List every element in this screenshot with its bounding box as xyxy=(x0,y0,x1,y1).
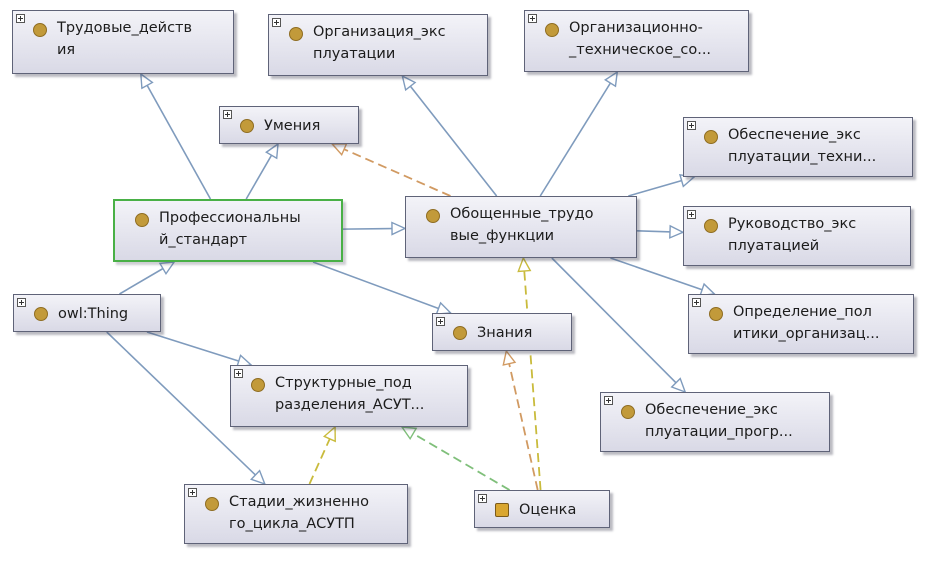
class-icon xyxy=(709,307,723,321)
edge-ocenka-to-struktur xyxy=(401,426,511,491)
node-prof[interactable]: Профессиональны й_стандарт xyxy=(113,199,343,262)
edge-owl-to-struktur xyxy=(146,331,252,366)
class-icon xyxy=(251,378,265,392)
node-label: Обощенные_трудо вые_функции xyxy=(450,206,594,244)
arrowhead-icon xyxy=(517,256,532,273)
class-icon xyxy=(289,27,303,41)
node-znaniya[interactable]: Знания xyxy=(432,313,572,351)
node-label: Обеспечение_экс плуатации_техни... xyxy=(728,127,877,165)
expand-plus-icon[interactable] xyxy=(188,488,197,497)
node-struktur[interactable]: Структурные_под разделения_АСУТ... xyxy=(230,365,468,427)
expand-plus-icon[interactable] xyxy=(478,494,487,503)
arrowhead-icon xyxy=(265,142,279,160)
class-icon xyxy=(453,326,467,340)
node-label: Организация_экс плуатации xyxy=(313,24,446,62)
expand-plus-icon[interactable] xyxy=(234,369,243,378)
expand-plus-icon[interactable] xyxy=(604,396,613,405)
class-icon xyxy=(34,307,48,321)
arrowhead-icon xyxy=(158,261,176,276)
edge-obobsch-to-opredelenie xyxy=(610,257,715,295)
arrowhead-icon xyxy=(140,72,154,90)
class-icon xyxy=(426,209,440,223)
node-label: Знания xyxy=(477,325,533,341)
node-label: Профессиональны й_стандарт xyxy=(159,210,301,248)
node-orgtech[interactable]: Организационно- _техническое_со... xyxy=(524,10,749,72)
node-stadii[interactable]: Стадии_жизненно го_цикла_АСУТП xyxy=(184,484,408,544)
expand-plus-icon[interactable] xyxy=(528,14,537,23)
node-label: Определение_пол итики_организац... xyxy=(733,304,880,342)
arrowhead-icon xyxy=(322,425,336,443)
class-icon xyxy=(704,130,718,144)
class-icon xyxy=(33,23,47,37)
edge-obobsch-to-umeniya xyxy=(331,143,451,197)
class-icon xyxy=(621,405,635,419)
edge-owl-to-stadii xyxy=(106,331,266,485)
edge-obobsch-to-organizaciya xyxy=(401,75,498,197)
node-owl[interactable]: owl:Thing xyxy=(13,294,161,332)
arrowhead-icon xyxy=(401,74,417,92)
node-trudovye[interactable]: Трудовые_действ ия xyxy=(12,10,234,74)
arrowhead-icon xyxy=(330,143,348,157)
arrowhead-icon xyxy=(670,377,687,394)
arrowhead-icon xyxy=(603,70,619,88)
node-opredelenie[interactable]: Определение_пол итики_организац... xyxy=(688,294,914,354)
arrowhead-icon xyxy=(502,349,517,366)
node-organizaciya[interactable]: Организация_экс плуатации xyxy=(268,14,488,76)
node-label: Стадии_жизненно го_цикла_АСУТП xyxy=(229,494,370,532)
node-umeniya[interactable]: Умения xyxy=(219,106,359,144)
node-obobsch[interactable]: Обощенные_трудо вые_функции xyxy=(405,196,637,258)
expand-plus-icon[interactable] xyxy=(692,298,701,307)
node-ocenka[interactable]: Оценка xyxy=(474,490,610,528)
expand-plus-icon[interactable] xyxy=(687,121,696,130)
edge-obobsch-to-orgtech xyxy=(539,71,618,197)
expand-plus-icon[interactable] xyxy=(436,317,445,326)
expand-plus-icon[interactable] xyxy=(272,18,281,27)
node-label: Оценка xyxy=(519,502,577,518)
arrowhead-icon xyxy=(669,224,685,239)
arrowhead-icon xyxy=(250,469,267,486)
class-icon xyxy=(205,497,219,511)
class-icon xyxy=(240,119,254,133)
node-label: Организационно- _техническое_со... xyxy=(569,20,712,58)
edge-ocenka-to-obobsch xyxy=(522,257,542,491)
class-icon xyxy=(704,219,718,233)
class-icon xyxy=(135,213,149,227)
node-obesp_tech[interactable]: Обеспечение_экс плуатации_техни... xyxy=(683,117,913,177)
expand-plus-icon[interactable] xyxy=(17,298,26,307)
class-icon xyxy=(545,23,559,37)
node-rukovodstvo[interactable]: Руководство_экс плуатацией xyxy=(683,206,911,266)
node-label: Трудовые_действ ия xyxy=(57,20,193,58)
edge-ocenka-to-znaniya xyxy=(505,350,539,491)
arrowhead-icon xyxy=(391,221,407,236)
edge-prof-to-trudovye xyxy=(140,73,212,200)
edge-obobsch-to-obesp_prog xyxy=(551,257,686,393)
node-label: Умения xyxy=(264,118,321,134)
node-label: owl:Thing xyxy=(58,306,129,322)
node-obesp_prog[interactable]: Обеспечение_экс плуатации_прогр... xyxy=(600,392,830,452)
arrowhead-icon xyxy=(400,426,418,441)
node-label: Руководство_экс плуатацией xyxy=(728,216,857,254)
expand-plus-icon[interactable] xyxy=(16,14,25,23)
individual-icon xyxy=(495,503,509,517)
expand-plus-icon[interactable] xyxy=(223,110,232,119)
edge-prof-to-znaniya xyxy=(312,261,451,314)
expand-plus-icon[interactable] xyxy=(687,210,696,219)
node-label: Обеспечение_экс плуатации_прогр... xyxy=(645,402,793,440)
node-label: Структурные_под разделения_АСУТ... xyxy=(275,375,425,413)
edge-stadii-to-struktur xyxy=(308,426,336,485)
